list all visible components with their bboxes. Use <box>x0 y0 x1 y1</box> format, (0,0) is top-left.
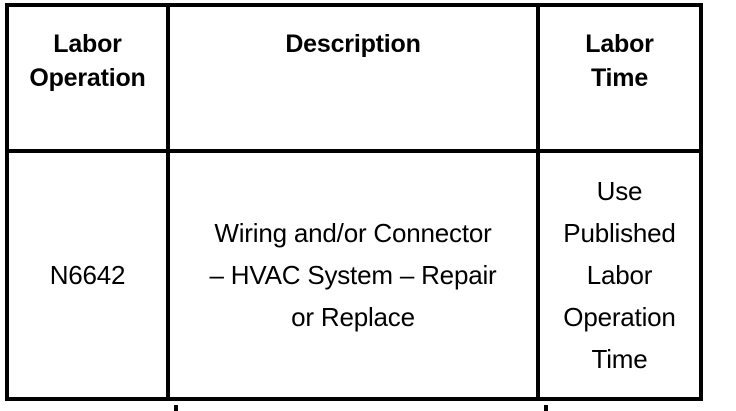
header-line: Operation <box>29 64 146 92</box>
header-line: Labor <box>53 30 122 58</box>
header-cell-labor-operation: Labor Operation <box>9 7 170 149</box>
header-labor-operation-lines: Labor Operation <box>9 27 166 95</box>
labor-operation-code: N6642 <box>49 260 126 290</box>
header-line: Description <box>285 30 421 58</box>
header-cell-labor-time: Labor Time <box>540 7 699 149</box>
header-line: Labor <box>585 30 654 58</box>
description-line: Wiring and/or Connector <box>214 218 492 248</box>
labor-time-line: Use <box>596 176 643 206</box>
cell-labor-operation: N6642 <box>9 153 170 397</box>
header-line: Time <box>590 64 649 92</box>
header-cell-description: Description <box>170 7 540 149</box>
table-header-row: Labor Operation Description Labor Time <box>9 7 699 153</box>
header-description-lines: Description <box>170 27 536 61</box>
header-labor-time-lines: Labor Time <box>540 27 699 95</box>
description-lines: Wiring and/or Connector – HVAC System – … <box>170 212 536 338</box>
labor-time-line: Time <box>591 344 648 374</box>
column-divider-stub-1 <box>174 405 178 411</box>
cell-labor-time: Use Published Labor Operation Time <box>540 153 699 397</box>
labor-operation-table: Labor Operation Description Labor Time <box>5 3 703 411</box>
labor-time-line: Labor <box>586 260 653 290</box>
labor-operation-code-lines: N6642 <box>9 254 166 296</box>
column-divider-stub-2 <box>544 405 548 411</box>
description-line: – HVAC System – Repair <box>209 260 497 290</box>
table-row: N6642 Wiring and/or Connector – HVAC Sys… <box>9 153 699 397</box>
cell-description: Wiring and/or Connector – HVAC System – … <box>170 153 540 397</box>
description-line: or Replace <box>291 302 415 332</box>
labor-time-line: Operation <box>563 302 676 332</box>
labor-time-lines: Use Published Labor Operation Time <box>540 170 699 380</box>
labor-time-line: Published <box>563 218 676 248</box>
